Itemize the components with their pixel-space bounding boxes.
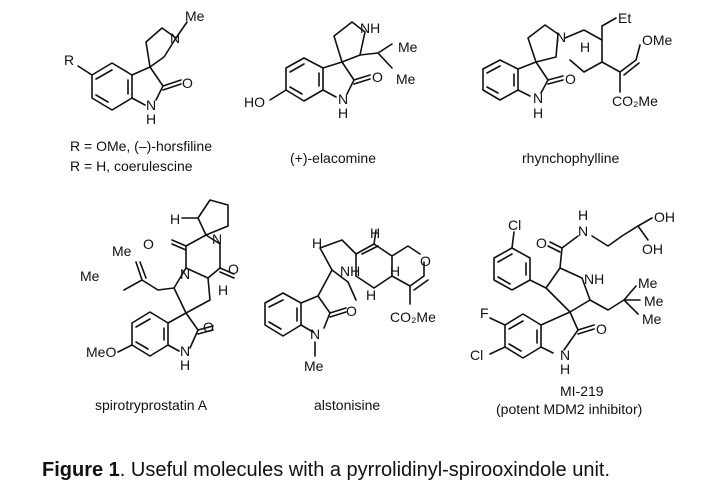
molecule-mi219: Cl H N OH OH O NH Me Me Me F Cl O N H MI… (470, 207, 675, 417)
figure-caption: Figure 1. Useful molecules with a pyrrol… (42, 459, 610, 482)
r-label: R (64, 52, 74, 68)
molecule-horsfiline: R N Me O N H R = OMe, (–)-horsfiline R =… (64, 8, 212, 174)
amide-h-label: H (578, 207, 588, 223)
lactam-h-label: H (338, 105, 348, 121)
me-label-2: Me (80, 268, 100, 284)
me-label-2: Me (644, 293, 664, 309)
oh-label-1: OH (654, 209, 675, 225)
carbonyl-o-label: O (565, 71, 576, 87)
molecule-alstonisine: H H NH H O H O CO₂Me N Me alstonisine (264, 225, 436, 413)
carbonyl-o-label: O (372, 69, 383, 85)
amide-o-label: O (536, 235, 547, 251)
meo-label: MeO (86, 344, 116, 360)
lactam-h-label: H (533, 105, 543, 121)
elacomine-name: (+)-elacomine (290, 150, 376, 166)
lactam-n-label: N (533, 90, 543, 106)
ring-n-label-2: N (180, 266, 190, 282)
h-label-2: H (218, 282, 228, 298)
ring-h-label: H (580, 39, 590, 55)
nh-label: NH (340, 263, 360, 279)
nh-label: NH (584, 271, 604, 287)
h-label-2: H (370, 225, 380, 241)
ring-n-label: N (170, 30, 180, 46)
mi219-description: (potent MDM2 inhibitor) (496, 401, 642, 417)
molecule-rhynchophylline: N H Et OMe O CO₂Me N H rhynchophylline (482, 10, 673, 166)
o-label-2: O (228, 261, 239, 277)
me-label-2: Me (396, 71, 416, 87)
ome-label: OMe (642, 32, 673, 48)
lactam-n-label: N (338, 91, 348, 107)
molecule-spirotryprostatin: H N O Me Me N O H O MeO N H spirotrypros… (80, 199, 239, 413)
lactam-h-label: H (560, 361, 570, 377)
carbonyl-o-label: O (346, 303, 357, 319)
oh-label-2: OH (642, 241, 663, 257)
coerulescine-name: R = H, coerulescine (70, 158, 193, 174)
ring-o-label: O (420, 253, 431, 269)
h-label-3: H (390, 263, 400, 279)
ring-n-label: N (556, 29, 566, 45)
amide-n-label: N (578, 223, 588, 239)
co2me-label: CO₂Me (390, 309, 436, 325)
f-label: F (480, 305, 489, 321)
horsfiline-name: R = OMe, (–)-horsfiline (70, 138, 212, 154)
rhynchophylline-name: rhynchophylline (522, 150, 619, 166)
me-label: Me (185, 8, 205, 24)
carbonyl-o-label: O (182, 75, 193, 91)
h-label-1: H (170, 211, 180, 227)
ho-label: HO (244, 94, 265, 110)
me-label-1: Me (112, 243, 132, 259)
lactam-n-label: N (180, 343, 190, 359)
nh-label: NH (360, 20, 380, 36)
carbonyl-o-label: O (203, 319, 214, 335)
molecule-elacomine: NH Me Me HO O N H (+)-elacomine (244, 20, 418, 166)
caption-label: Figure 1 (42, 459, 120, 481)
me-label-1: Me (638, 275, 658, 291)
lactam-h-label: H (146, 111, 156, 127)
n-me-label: Me (304, 358, 324, 374)
h-label-1: H (312, 235, 322, 251)
mi219-name: MI-219 (560, 383, 604, 399)
caption-text: . Useful molecules with a pyrrolidinyl-s… (119, 459, 611, 481)
et-label: Et (618, 10, 631, 26)
co2me-label: CO₂Me (612, 93, 658, 109)
me-label-1: Me (398, 39, 418, 55)
n-label: N (310, 326, 320, 342)
lactam-h-label: H (180, 357, 190, 373)
alstonisine-name: alstonisine (314, 397, 380, 413)
spirotryprostatin-name: spirotryprostatin A (95, 397, 208, 413)
h-label-4: H (366, 287, 376, 303)
lactam-n-label: N (146, 97, 156, 113)
me-label-3: Me (642, 311, 662, 327)
ring-n-label-1: N (212, 231, 222, 247)
carbonyl-o-label: O (596, 321, 607, 337)
lactam-n-label: N (560, 347, 570, 363)
cl-label-1: Cl (508, 217, 521, 233)
o-label-1: O (143, 236, 154, 252)
cl-label-2: Cl (470, 347, 483, 363)
